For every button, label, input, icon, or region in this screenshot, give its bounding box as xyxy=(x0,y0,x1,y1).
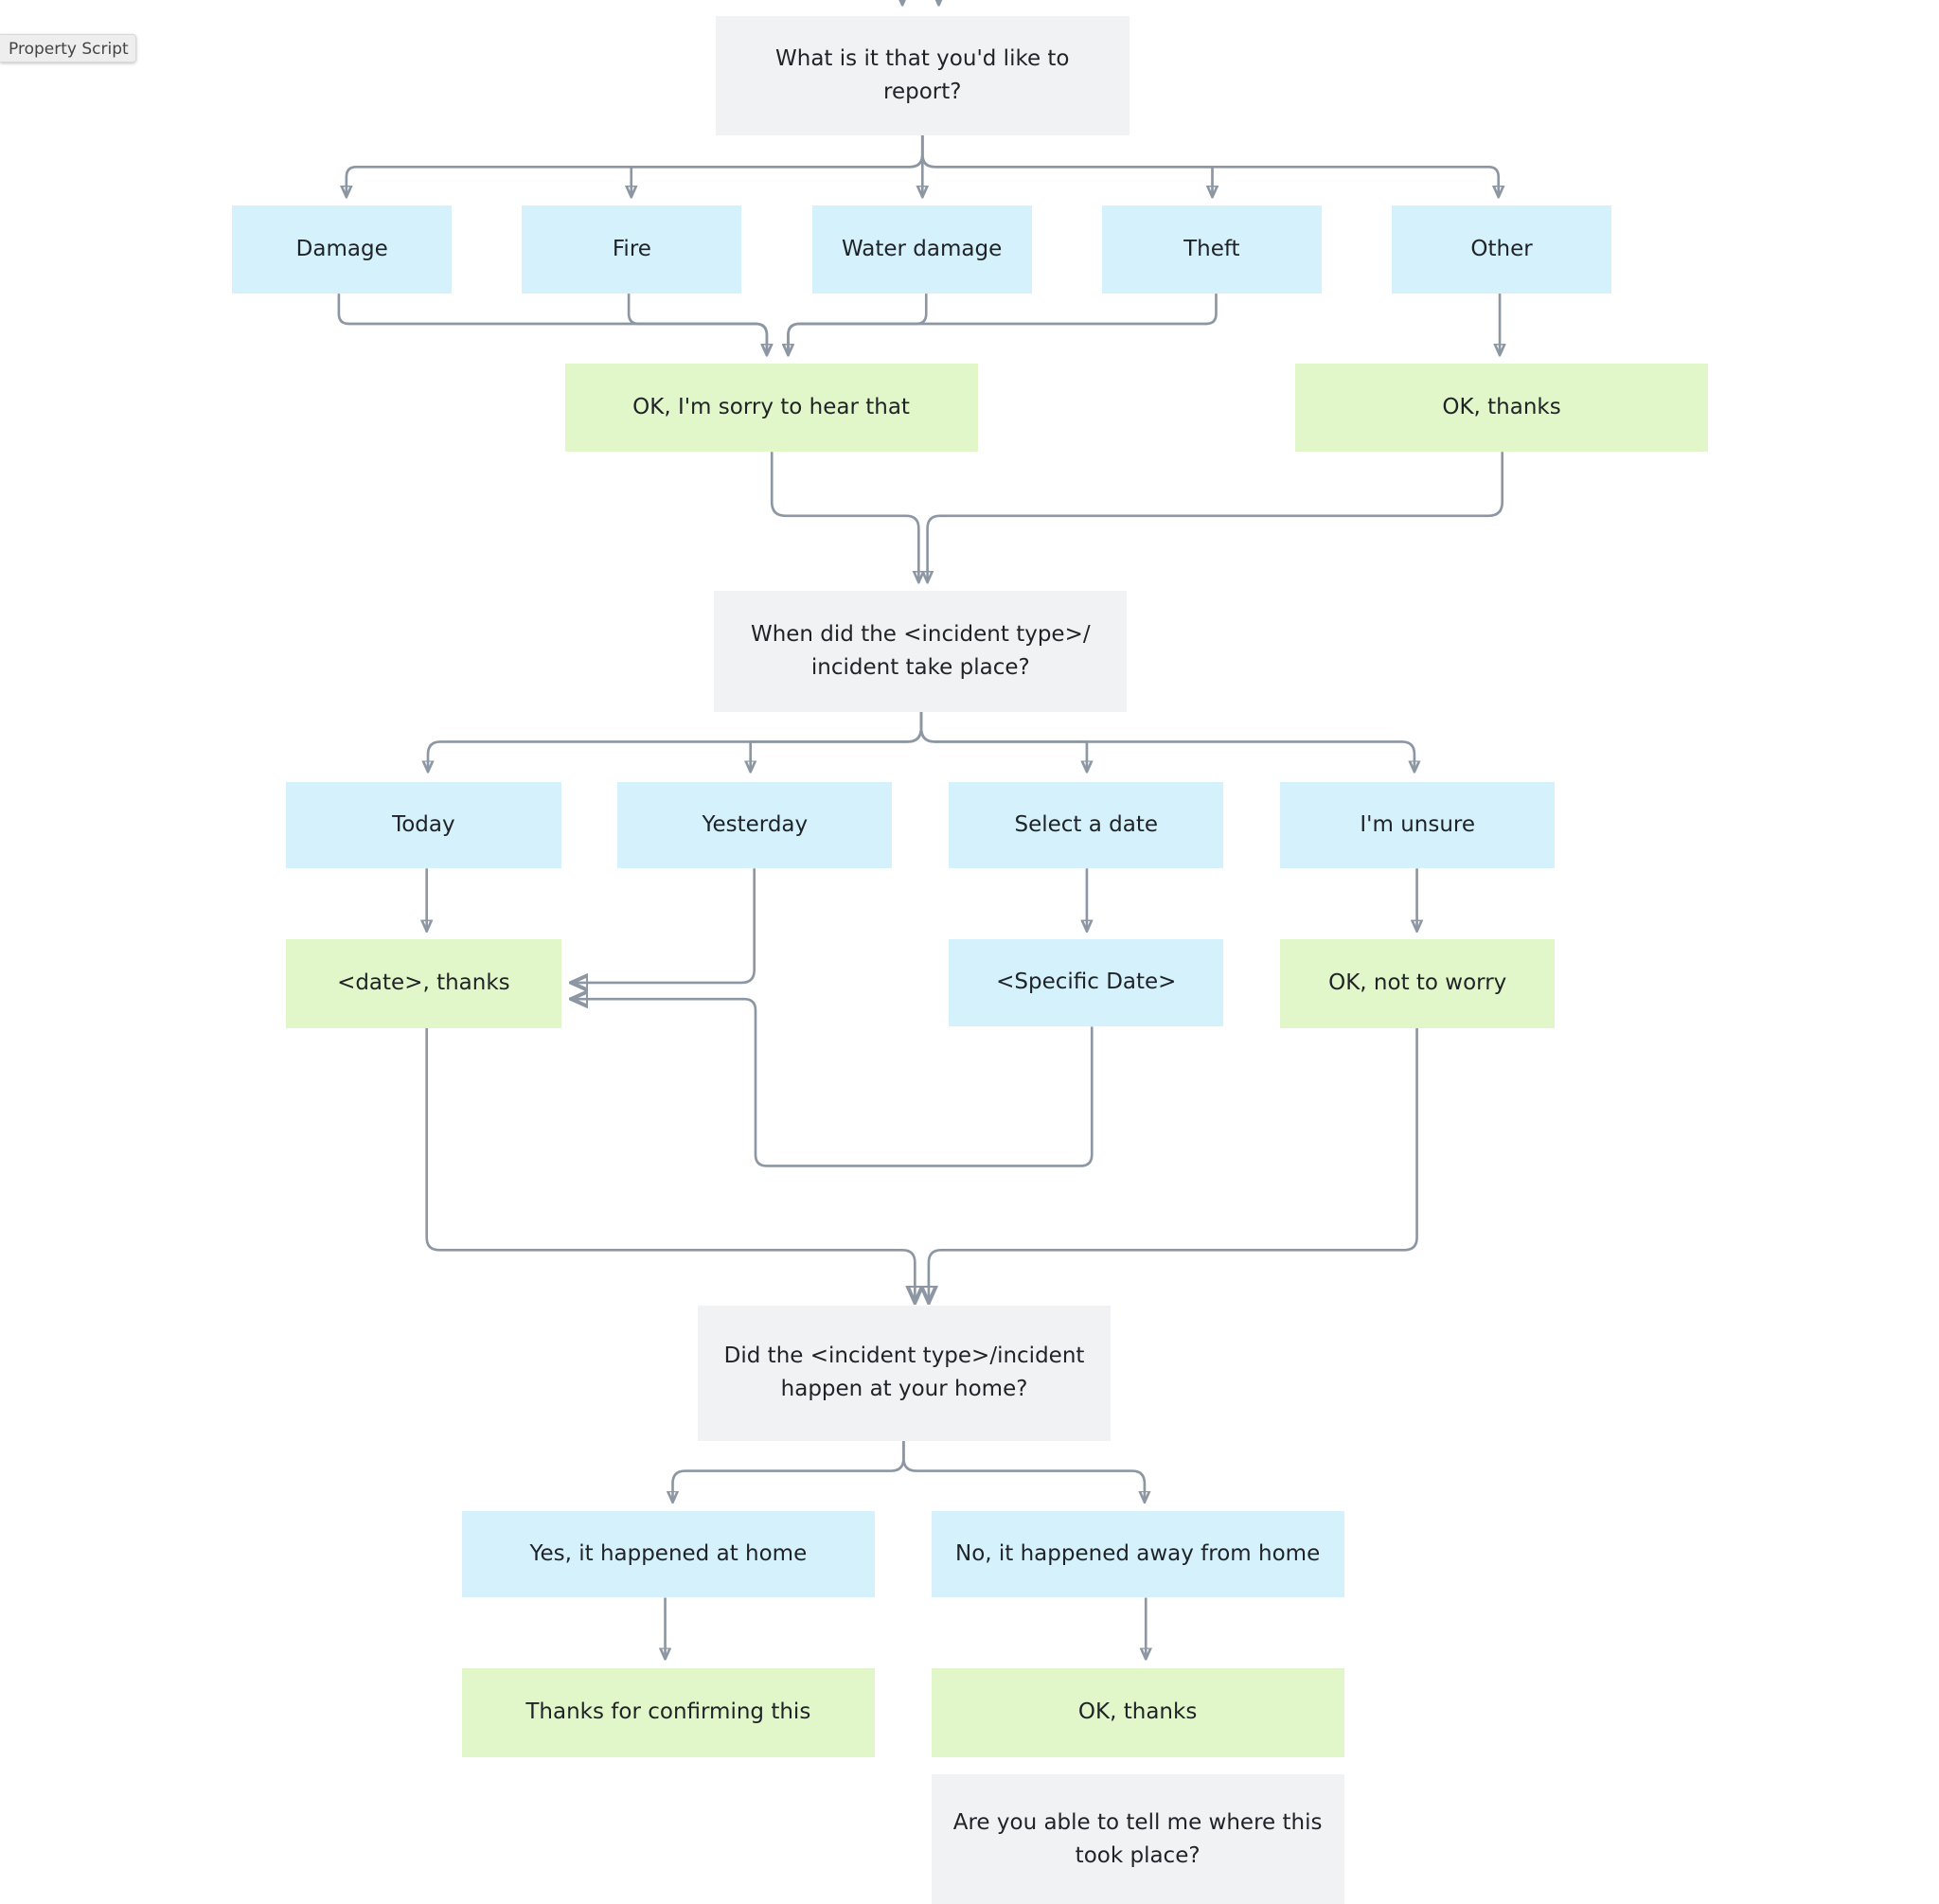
node-resp-confirm[interactable]: Thanks for confirming this xyxy=(461,1667,875,1757)
node-opt-unsure[interactable]: I'm unsure xyxy=(1280,781,1556,869)
connector-resp-sorry-to-q2 xyxy=(770,452,918,582)
node-opt-select-date[interactable]: Select a date xyxy=(949,781,1224,869)
connector-q1-to-opt-other xyxy=(920,135,1498,197)
node-q4[interactable]: Are you able to tell me where this took … xyxy=(931,1774,1344,1904)
node-q2[interactable]: When did the <incident type>/ incident t… xyxy=(714,591,1128,712)
connector-q2-to-opt-unsure xyxy=(919,711,1414,773)
connector-q3-to-opt-yes-home xyxy=(673,1440,905,1503)
node-resp-thanks-1[interactable]: OK, thanks xyxy=(1294,364,1709,453)
node-opt-yesterday[interactable]: Yesterday xyxy=(617,781,893,869)
node-q1[interactable]: What is it that you'd like to report? xyxy=(715,16,1130,136)
connector-opt-fire-to-resp-sorry xyxy=(627,294,767,355)
node-opt-fire[interactable]: Fire xyxy=(522,205,742,294)
connector-resp-thanks-1-to-q2 xyxy=(928,452,1504,582)
node-resp-not-worry[interactable]: OK, not to worry xyxy=(1280,938,1556,1028)
diagram-tag[interactable]: Property Script xyxy=(0,34,136,62)
node-opt-other[interactable]: Other xyxy=(1392,205,1612,294)
connector-resp-date-thanks-to-q3 xyxy=(425,1027,916,1303)
node-opt-water[interactable]: Water damage xyxy=(811,205,1032,294)
node-opt-no-home[interactable]: No, it happened away from home xyxy=(931,1510,1344,1598)
node-opt-theft[interactable]: Theft xyxy=(1101,205,1322,294)
node-resp-sorry[interactable]: OK, I'm sorry to hear that xyxy=(564,364,978,453)
connector-opt-yesterday-to-resp-date-thanks xyxy=(571,868,756,983)
node-resp-date-thanks[interactable]: <date>, thanks xyxy=(286,938,561,1028)
connector-q2-to-opt-yesterday xyxy=(751,711,923,773)
node-opt-today[interactable]: Today xyxy=(286,781,561,869)
connector-resp-not-worry-to-q3 xyxy=(929,1027,1418,1303)
connector-q1-to-opt-fire xyxy=(632,135,924,197)
node-resp-thanks-2[interactable]: OK, thanks xyxy=(931,1667,1344,1757)
connector-q3-to-opt-no-home xyxy=(902,1440,1145,1503)
node-opt-damage[interactable]: Damage xyxy=(232,205,453,294)
node-opt-specific-date[interactable]: <Specific Date> xyxy=(949,938,1224,1027)
node-q3[interactable]: Did the <incident type>/incident happen … xyxy=(698,1305,1112,1441)
connector-opt-theft-to-resp-sorry xyxy=(788,294,1218,355)
node-opt-yes-home[interactable]: Yes, it happened at home xyxy=(461,1510,875,1598)
connector-opt-specific-date-to-resp-date-thanks xyxy=(571,999,1094,1167)
